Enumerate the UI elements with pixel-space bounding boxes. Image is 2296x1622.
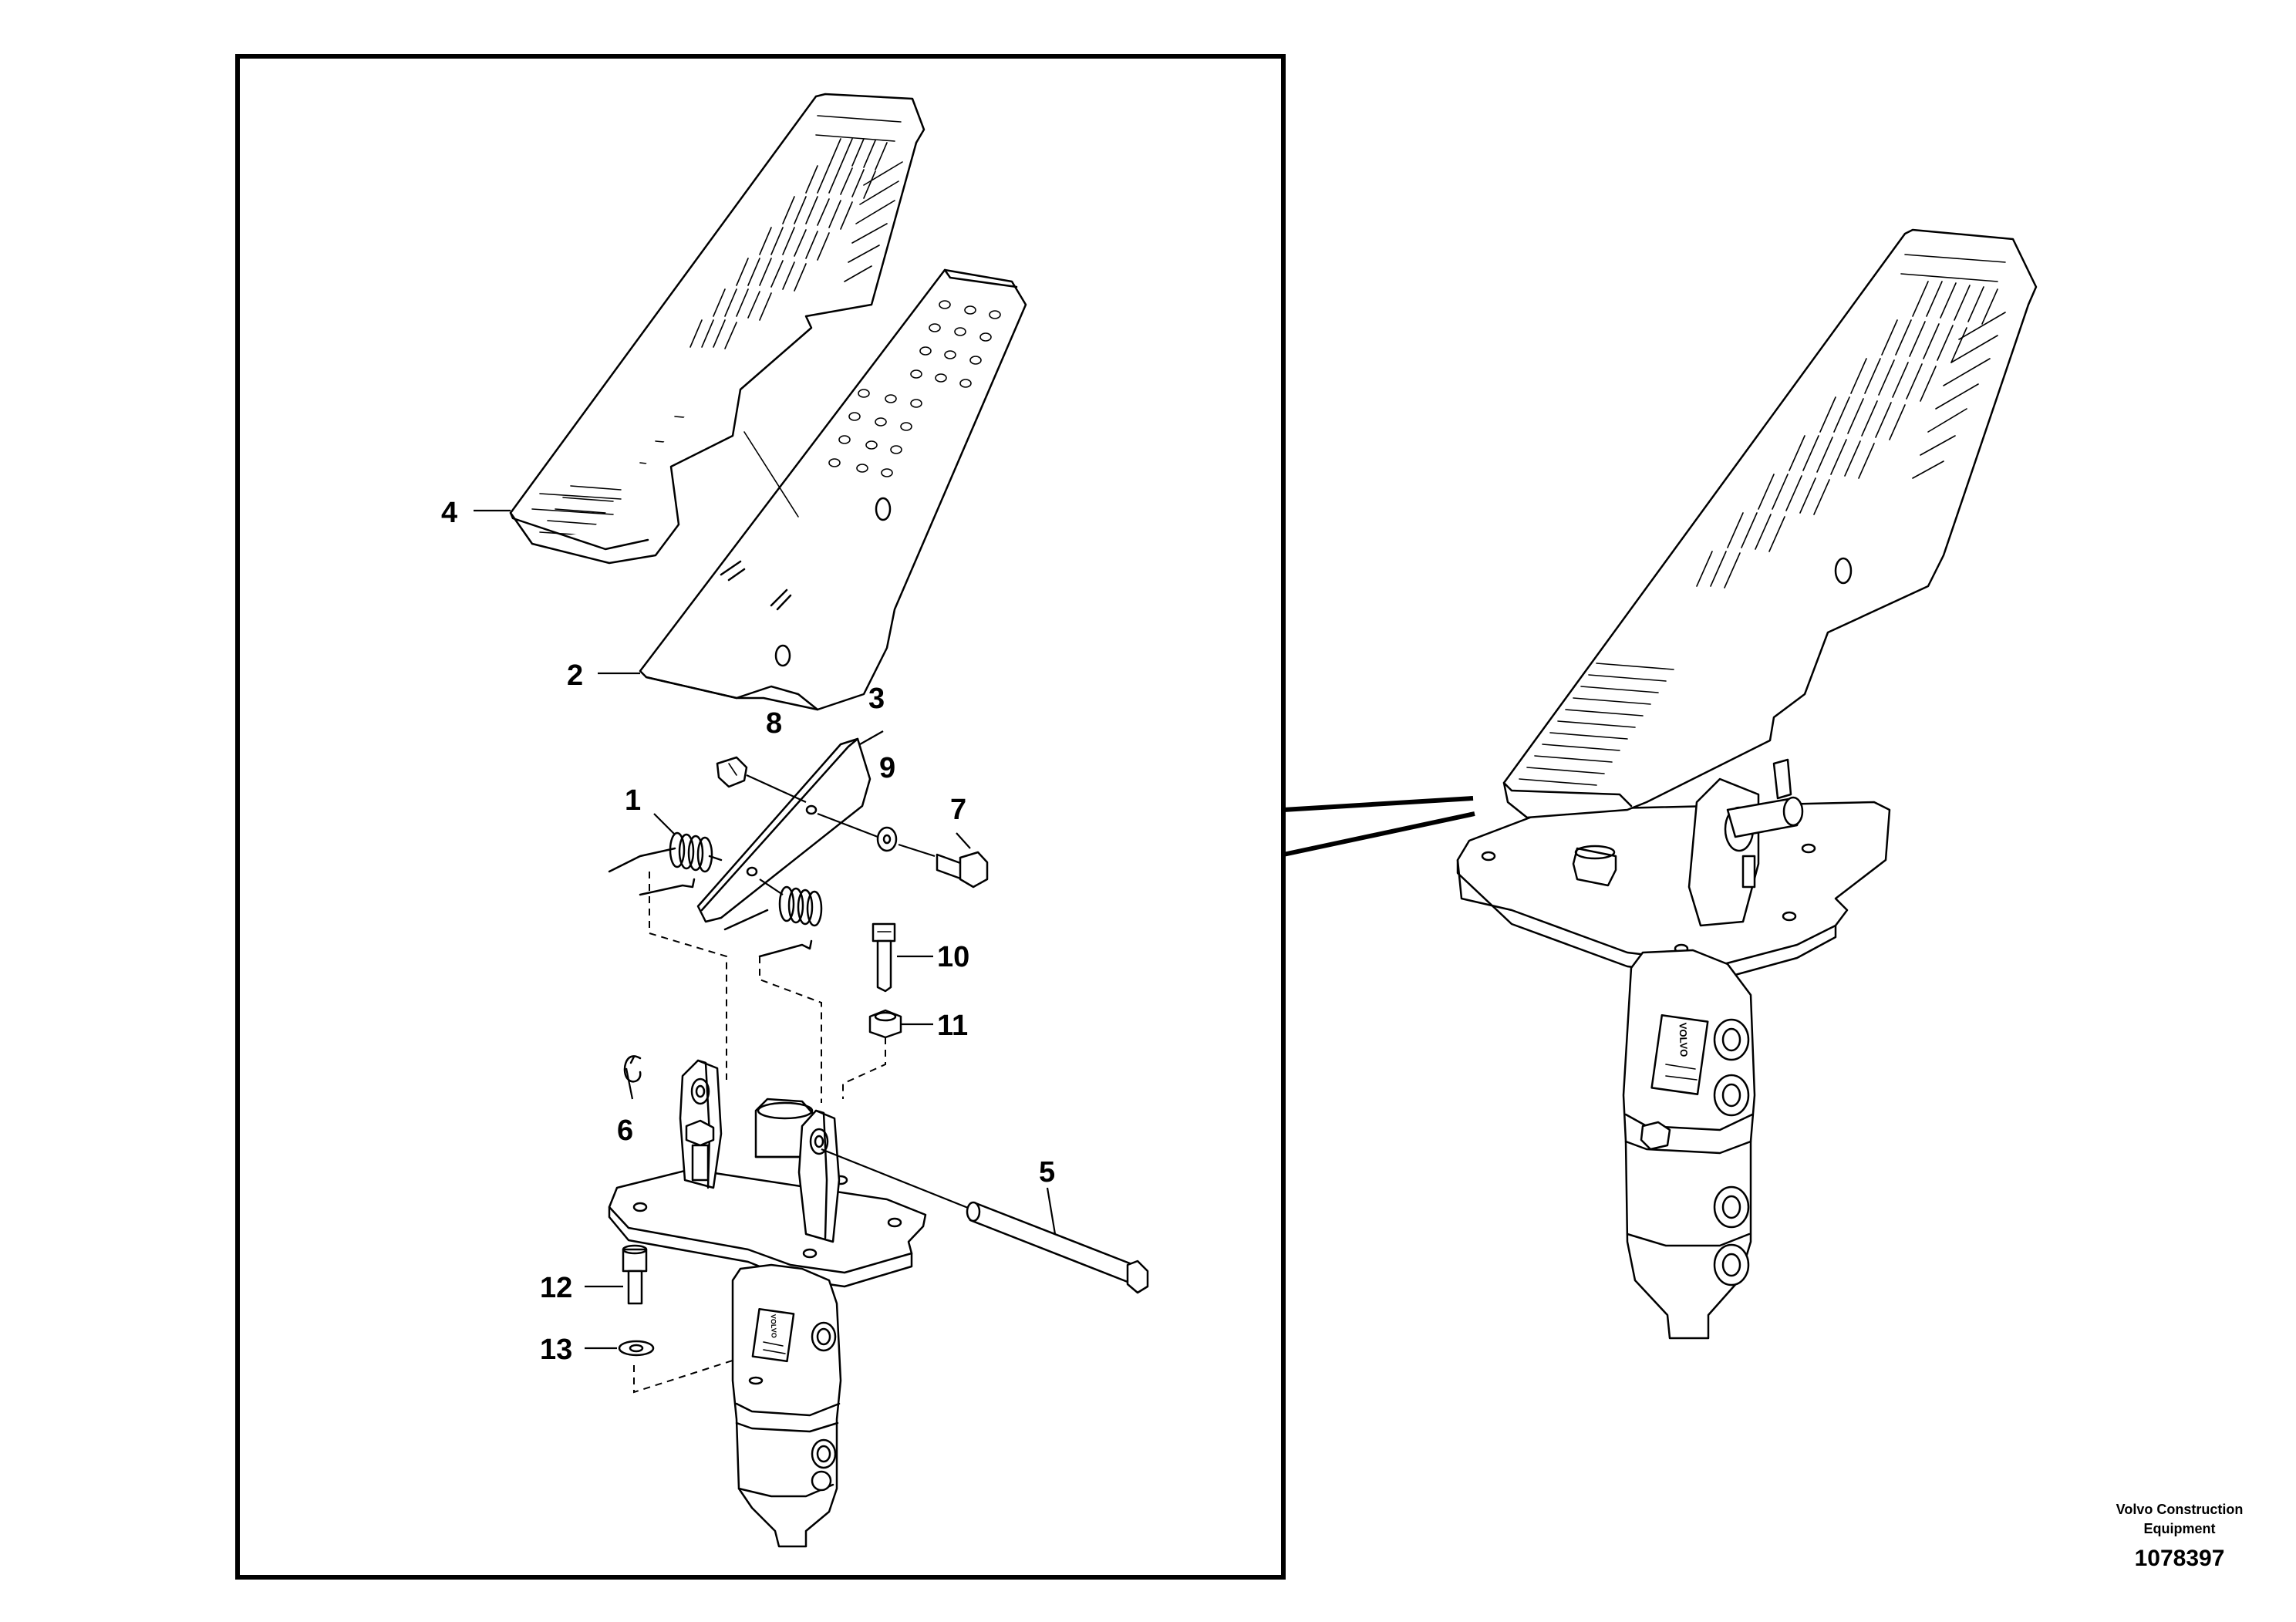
bolt-10 (872, 922, 896, 993)
callout-10: 10 (937, 941, 969, 973)
nut-11 (868, 1009, 902, 1039)
pedal-rubber-pad (509, 93, 925, 565)
callout-6: 6 (617, 1114, 633, 1147)
valve-clevis-right (797, 1109, 841, 1243)
callout-13: 13 (540, 1334, 572, 1366)
detail-frame (235, 54, 1286, 1580)
screw-12 (622, 1244, 648, 1305)
callout-2: 2 (567, 659, 583, 692)
pedal-bracket (696, 737, 872, 923)
callout-leaders (474, 509, 1057, 1350)
washer-13 (618, 1340, 655, 1357)
callout-3: 3 (868, 683, 885, 715)
nut-8 (716, 756, 807, 804)
callout-5: 5 (1039, 1156, 1055, 1189)
brand-line-2: Equipment (2144, 1521, 2216, 1536)
pedal-plate (639, 268, 1027, 711)
callout-1: 1 (625, 784, 641, 817)
callout-9: 9 (879, 752, 895, 784)
washer-9 (817, 812, 898, 852)
callout-12: 12 (540, 1272, 572, 1304)
valve-bolt-head (685, 1119, 715, 1182)
callout-8: 8 (766, 707, 782, 740)
detail-connector-lines (1283, 796, 1475, 857)
callout-11: 11 (937, 1010, 968, 1042)
callout-labels: 1 2 3 4 5 6 7 8 9 10 11 12 13 (441, 497, 1055, 1366)
pivot-pin-5 (821, 1148, 1149, 1294)
brand-line-1: Volvo Construction (2116, 1502, 2244, 1517)
callout-7: 7 (950, 794, 966, 826)
bolt-7 (898, 843, 989, 889)
assembled-pad-grooves (1696, 281, 2006, 588)
assembled-nameplate-logo: VOLVO (1677, 1023, 1690, 1057)
footer-block: Volvo Construction Equipment 1078397 (2116, 1502, 2244, 1571)
pad-groove-pattern (531, 138, 903, 515)
callout-4: 4 (441, 497, 457, 529)
plate-holes (828, 300, 1001, 477)
torsion-spring-upper (608, 831, 723, 896)
assembled-pedal-valve: VOLVO (1456, 228, 2038, 1340)
nameplate-logo: VOLVO (770, 1314, 778, 1338)
document-number: 1078397 (2135, 1546, 2225, 1571)
torsion-spring-lower (723, 878, 823, 958)
valve-body: VOLVO (731, 1263, 842, 1548)
